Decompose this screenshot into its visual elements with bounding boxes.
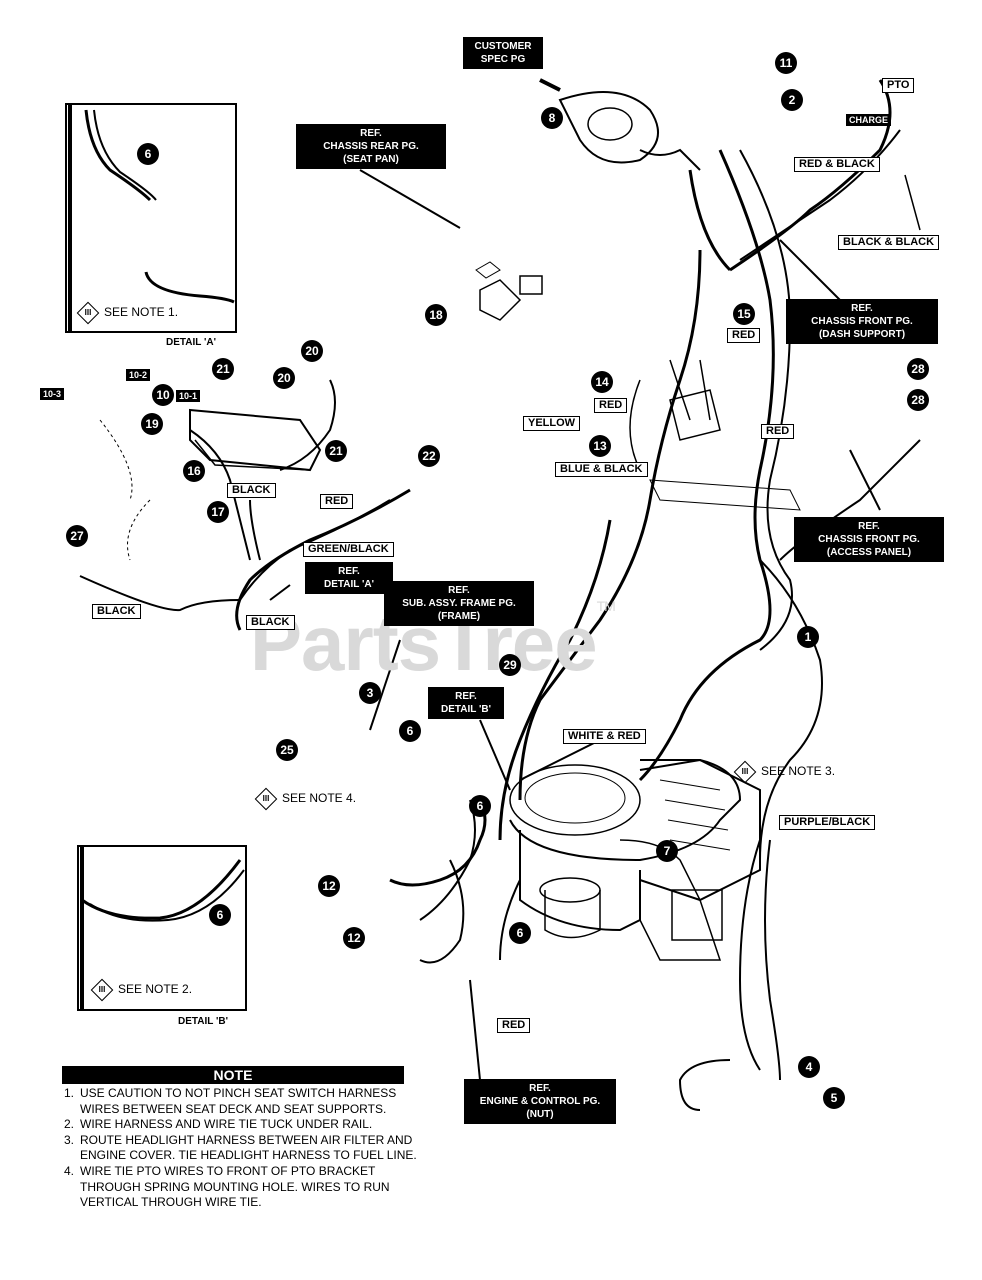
callout-21b: 21 bbox=[325, 440, 347, 462]
callout-14: 14 bbox=[591, 371, 613, 393]
ref-chassis-front-access: REF.CHASSIS FRONT PG.(ACCESS PANEL) bbox=[794, 517, 944, 562]
note-diamond-icon: III bbox=[254, 787, 278, 811]
label-black-mid: BLACK bbox=[246, 615, 295, 630]
callout-6-mid: 6 bbox=[399, 720, 421, 742]
ref-chassis-rear: REF.CHASSIS REAR PG.(SEAT PAN) bbox=[296, 124, 446, 169]
note-diamond-icon: III bbox=[90, 978, 114, 1002]
callout-21a: 21 bbox=[212, 358, 234, 380]
callout-29: 29 bbox=[499, 654, 521, 676]
ref-chassis-front-dash: REF.CHASSIS FRONT PG.(DASH SUPPORT) bbox=[786, 299, 938, 344]
callout-12a: 12 bbox=[318, 875, 340, 897]
note-item: 2.WIRE HARNESS AND WIRE TIE TUCK UNDER R… bbox=[64, 1117, 373, 1132]
detail-b-frame bbox=[77, 845, 247, 1011]
engine-fan-housing bbox=[509, 764, 641, 836]
callout-22: 22 bbox=[418, 445, 440, 467]
callout-28b: 28 bbox=[907, 389, 929, 411]
label-charge: CHARGE bbox=[846, 114, 892, 126]
label-green-black: GREEN/BLACK bbox=[303, 542, 394, 557]
callout-18: 18 bbox=[425, 304, 447, 326]
notes-heading: NOTE bbox=[62, 1066, 404, 1084]
ref-detail-a: REF.DETAIL 'A' bbox=[305, 562, 393, 594]
callout-6-detail-a: 6 bbox=[137, 143, 159, 165]
callout-6-engine: 6 bbox=[469, 795, 491, 817]
note-item: 1.USE CAUTION TO NOT PINCH SEAT SWITCH H… bbox=[64, 1086, 397, 1116]
callout-13: 13 bbox=[589, 435, 611, 457]
label-blue-black: BLUE & BLACK bbox=[555, 462, 648, 477]
note-item: 4.WIRE TIE PTO WIRES TO FRONT OF PTO BRA… bbox=[64, 1163, 390, 1210]
callout-6-detail-b: 6 bbox=[209, 904, 231, 926]
detail-a-frame bbox=[65, 103, 237, 333]
callout-7: 7 bbox=[656, 840, 678, 862]
ref-detail-b: REF.DETAIL 'B' bbox=[428, 687, 504, 719]
label-10-3: 10-3 bbox=[40, 388, 65, 400]
callout-27: 27 bbox=[66, 525, 88, 547]
callout-16: 16 bbox=[183, 460, 205, 482]
label-red-14: RED bbox=[594, 398, 628, 413]
label-pto: PTO bbox=[882, 78, 915, 93]
label-red-black: RED & BLACK bbox=[794, 157, 880, 172]
callout-20b: 20 bbox=[273, 367, 295, 389]
callout-15: 15 bbox=[733, 303, 755, 325]
callout-8: 8 bbox=[541, 107, 563, 129]
callout-28a: 28 bbox=[907, 358, 929, 380]
callout-17: 17 bbox=[207, 501, 229, 523]
callout-4: 4 bbox=[798, 1056, 820, 1078]
label-yellow: YELLOW bbox=[523, 416, 581, 431]
detail-a-caption: DETAIL 'A' bbox=[166, 337, 216, 348]
callout-3: 3 bbox=[359, 682, 381, 704]
label-black-27: BLACK bbox=[92, 604, 141, 619]
callout-1: 1 bbox=[797, 626, 819, 648]
callout-5: 5 bbox=[823, 1087, 845, 1109]
label-red-right: RED bbox=[761, 424, 795, 439]
callout-2: 2 bbox=[781, 89, 803, 111]
label-red-15: RED bbox=[727, 328, 761, 343]
callout-6-lower: 6 bbox=[509, 922, 531, 944]
ref-engine-control: REF.ENGINE & CONTROL PG.(NUT) bbox=[464, 1079, 616, 1124]
detail-b-caption: DETAIL 'B' bbox=[178, 1016, 228, 1027]
callout-11: 11 bbox=[775, 52, 797, 74]
note-item: 3.ROUTE HEADLIGHT HARNESS BETWEEN AIR FI… bbox=[64, 1132, 417, 1163]
callout-25: 25 bbox=[276, 739, 298, 761]
label-10-2: 10-2 bbox=[126, 369, 151, 381]
label-black-16: BLACK bbox=[227, 483, 276, 498]
label-red-engine: RED bbox=[497, 1018, 531, 1033]
label-purple-black: PURPLE/BLACK bbox=[779, 815, 876, 830]
callout-12b: 12 bbox=[343, 927, 365, 949]
callout-10: 10 bbox=[152, 384, 174, 406]
ref-sub-assy-frame: REF.SUB. ASSY. FRAME PG.(FRAME) bbox=[384, 581, 534, 626]
note-diamond-icon: III bbox=[733, 760, 757, 784]
note-diamond-icon: III bbox=[76, 301, 100, 325]
label-10-1: 10-1 bbox=[176, 390, 201, 402]
notes-list: 1.USE CAUTION TO NOT PINCH SEAT SWITCH H… bbox=[64, 1086, 424, 1211]
callout-19: 19 bbox=[141, 413, 163, 435]
label-black-black: BLACK & BLACK bbox=[838, 235, 940, 250]
callout-20a: 20 bbox=[301, 340, 323, 362]
label-red-22: RED bbox=[320, 494, 354, 509]
label-white-red: WHITE & RED bbox=[563, 729, 646, 744]
